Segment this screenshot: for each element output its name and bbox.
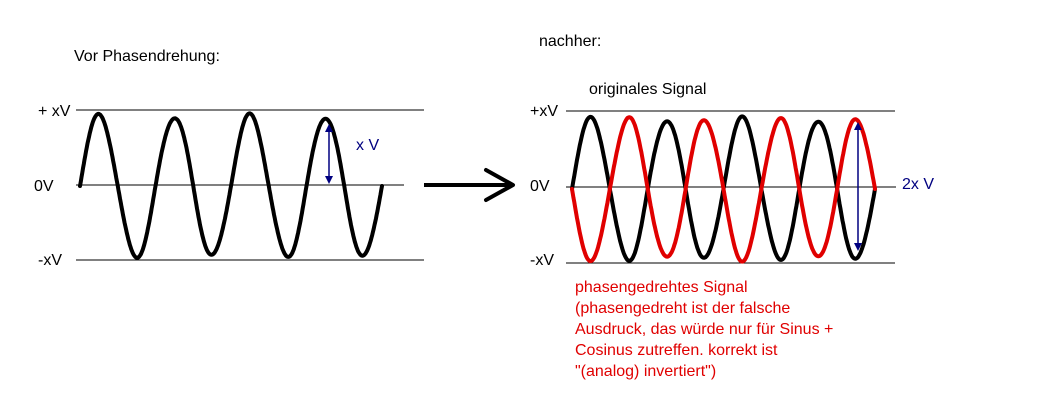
- transition-arrow: [424, 168, 515, 202]
- note-line: (phasengedreht ist der falsche: [575, 300, 791, 317]
- right-inverted-signal-wave: [570, 115, 877, 264]
- inverted-signal-note: phasengedrehtes Signal (phasengedreht is…: [575, 277, 935, 382]
- left-panel-title: Vor Phasendrehung:: [74, 48, 220, 65]
- original-signal-label: originales Signal: [589, 81, 707, 98]
- right-zero-voltage-label: 0V: [530, 178, 550, 195]
- left-original-signal-wave: [78, 111, 384, 260]
- right-panel-title: nachher:: [539, 33, 602, 50]
- left-top-voltage-label: + xV: [38, 103, 71, 120]
- left-bottom-voltage-label: -xV: [38, 252, 62, 269]
- note-line: "(analog) invertiert"): [575, 363, 717, 380]
- left-zero-voltage-label: 0V: [34, 178, 54, 195]
- note-line: phasengedrehtes Signal: [575, 279, 748, 296]
- right-bottom-voltage-label: -xV: [530, 252, 554, 269]
- note-line: Cosinus zutreffen. korrekt ist: [575, 342, 778, 359]
- right-top-voltage-label: +xV: [530, 103, 559, 120]
- right-amplitude-label: 2x V: [902, 176, 935, 193]
- left-amplitude-label: x V: [356, 137, 380, 154]
- note-line: Ausdruck, das würde nur für Sinus +: [575, 321, 834, 338]
